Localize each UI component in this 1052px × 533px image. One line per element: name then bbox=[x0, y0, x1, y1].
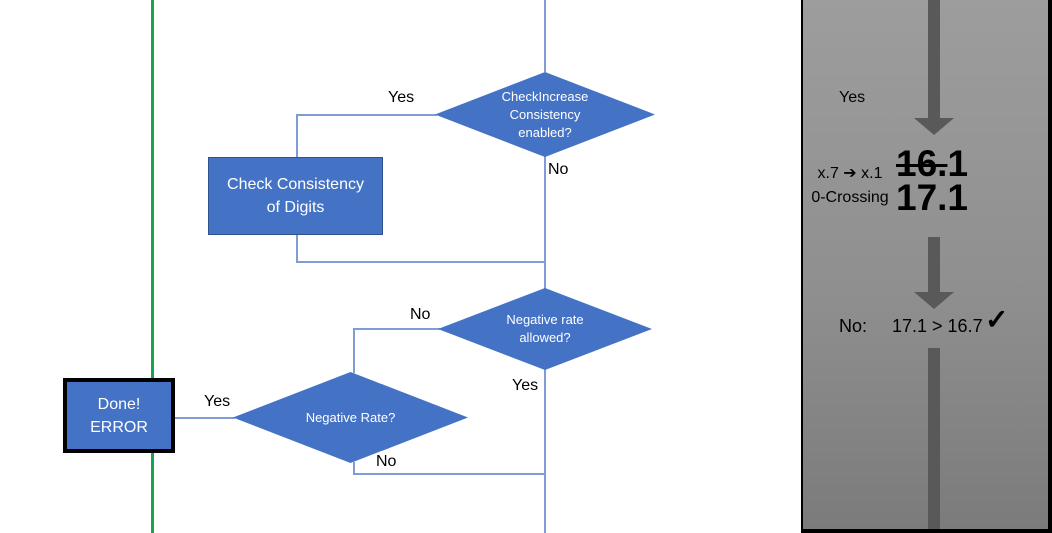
panel-value-old-rest: 1 bbox=[947, 143, 969, 184]
panel-rule-line2: 0-Crossing bbox=[811, 189, 889, 206]
panel-result-prefix: No: bbox=[839, 316, 868, 336]
checkmark-icon: ✓ bbox=[985, 304, 1009, 335]
decision-check-increase: CheckIncrease Consistency enabled? bbox=[435, 72, 655, 157]
down-arrow-2-head-icon bbox=[914, 292, 954, 309]
down-arrow-1-shaft bbox=[928, 0, 940, 118]
decision-negative-rate-line1: Negative Rate? bbox=[305, 409, 396, 425]
terminator-done-error-line2: ERROR bbox=[90, 418, 148, 436]
panel-rule-note: x.7 ➔ x.1 0-Crossing bbox=[805, 162, 895, 210]
panel-value-old: 16.1 bbox=[896, 145, 968, 182]
panel-result-comparison: 17.1 > 16.7 bbox=[892, 316, 983, 336]
decision-check-increase-line2: Consistency bbox=[509, 106, 581, 122]
connector-process-merge bbox=[296, 261, 546, 263]
gray-annotation-panel: Yes x.7 ➔ x.1 0-Crossing 16.1 17.1 No: 1… bbox=[801, 0, 1052, 533]
connector-yes-down-to-process bbox=[296, 114, 298, 158]
connector-process-down bbox=[296, 235, 298, 262]
edge-label-yes-negative-allowed: Yes bbox=[512, 377, 539, 394]
connector-yes-horizontal bbox=[296, 114, 437, 116]
process-check-consistency-line1: Check Consistency bbox=[227, 176, 364, 193]
process-check-consistency-line2: of Digits bbox=[266, 199, 325, 216]
edge-label-no-check-increase: No bbox=[548, 161, 569, 178]
edge-label-no-negative-rate: No bbox=[376, 453, 397, 470]
connector-yes-trunk-bottom bbox=[544, 369, 546, 533]
decision-negative-rate: Negative Rate? bbox=[233, 372, 468, 463]
process-check-consistency: Check Consistency of Digits bbox=[208, 157, 383, 235]
panel-value-new: 17.1 bbox=[896, 177, 969, 218]
connector-no-trunk-mid bbox=[544, 156, 546, 289]
decision-negative-allowed: Negative rate allowed? bbox=[438, 288, 652, 370]
decision-check-increase-line3: enabled? bbox=[518, 124, 572, 140]
decision-check-increase-line1: CheckIncrease bbox=[501, 88, 589, 104]
panel-yes-label: Yes bbox=[839, 89, 866, 106]
edge-label-yes-negative-rate: Yes bbox=[204, 393, 231, 410]
down-arrow-3-shaft bbox=[928, 348, 940, 529]
connector-negative-rate-merge bbox=[353, 473, 546, 475]
edge-label-yes-check-increase: Yes bbox=[388, 89, 415, 106]
panel-values: 16.1 17.1 bbox=[896, 145, 969, 218]
decision-negative-allowed-line1: Negative rate bbox=[506, 312, 584, 327]
connector-no-down-to-negative-rate bbox=[353, 328, 355, 373]
edge-label-no-negative-allowed: No bbox=[410, 306, 431, 323]
connector-yes-to-done bbox=[175, 417, 235, 419]
down-arrow-2-shaft bbox=[928, 237, 940, 292]
terminator-done-error: Done! ERROR bbox=[63, 378, 175, 453]
terminator-done-error-line1: Done! bbox=[97, 395, 141, 413]
decision-negative-allowed-line2: allowed? bbox=[519, 330, 571, 345]
panel-rule-line1: x.7 ➔ x.1 bbox=[817, 165, 883, 182]
panel-value-old-struck: 16. bbox=[896, 143, 948, 184]
connector-top-to-check-increase bbox=[544, 0, 546, 72]
down-arrow-1-head-icon bbox=[914, 118, 954, 135]
connector-no-horizontal bbox=[353, 328, 440, 330]
connector-negative-rate-down bbox=[353, 462, 355, 474]
green-divider-line bbox=[151, 0, 154, 533]
